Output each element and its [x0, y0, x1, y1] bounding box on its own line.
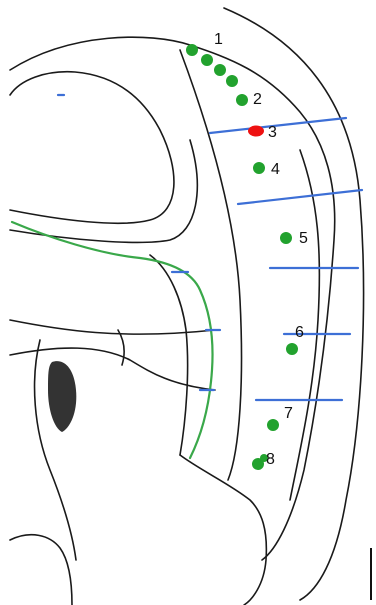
- point-1-dot-c: [214, 64, 226, 76]
- point-label-6: 6: [295, 324, 304, 341]
- point-1-dot-a: [186, 44, 198, 56]
- fiber-line: [12, 222, 213, 458]
- point-4-dot: [253, 162, 265, 174]
- point-label-3: 3: [268, 124, 277, 141]
- point-label-7: 7: [284, 405, 293, 422]
- point-label-1: 1: [214, 31, 223, 48]
- point-markers: [186, 44, 298, 470]
- point-1-dot-d: [226, 75, 238, 87]
- dark-region: [48, 361, 76, 432]
- lower-outline-7: [150, 255, 188, 455]
- point-3-dot: [248, 126, 264, 137]
- lower-outline-2: [10, 348, 215, 390]
- boundary-line-1: [210, 118, 346, 133]
- point-5-dot: [280, 232, 292, 244]
- upper-outline: [10, 37, 335, 560]
- band-line-left: [180, 50, 242, 480]
- point-1-dot-b: [201, 54, 213, 66]
- point-label-2: 2: [253, 91, 262, 108]
- point-6-dot: [286, 343, 298, 355]
- inner-arc-2: [10, 140, 197, 242]
- point-labels: 1 2 3 4 5 6 7 8: [214, 31, 308, 468]
- lower-outline-6: [118, 330, 124, 365]
- boundary-line-2: [238, 190, 362, 204]
- point-label-5: 5: [299, 230, 308, 247]
- inner-arc: [10, 72, 174, 224]
- point-7-dot: [267, 419, 279, 431]
- lower-outline-5: [180, 455, 266, 605]
- point-label-8: 8: [266, 451, 275, 468]
- point-label-4: 4: [271, 161, 280, 178]
- lower-outline-4: [10, 535, 72, 605]
- point-2-dot: [236, 94, 248, 106]
